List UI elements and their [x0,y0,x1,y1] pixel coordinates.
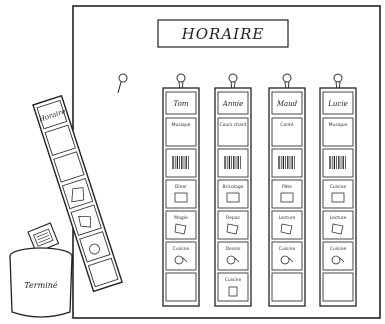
card-label: Cours chant [219,122,246,128]
card-label: Pâte [282,183,292,190]
card-label: Lecture [279,215,296,221]
card-label: Cuisine [330,246,347,252]
finished-bin: Terminé [10,248,72,317]
card-label: Cuisine [173,246,190,252]
card-label: Repas [226,215,240,221]
card-label: Conté [280,121,294,128]
column-name: Tom [174,100,189,108]
schedule-card [323,149,353,177]
column-name: Annie [222,100,243,108]
card-label: Bricolage [222,184,243,190]
schedule-card [166,273,196,301]
schedule-card [272,149,302,177]
column-name: Maud [276,100,298,108]
card-label: Musique [329,122,348,128]
card-label: Dessin [225,246,240,252]
card-label: Cuisine [330,184,347,190]
card-label: Dîner [175,183,187,190]
board-title: HORAIRE [181,25,265,43]
schedule-card [323,273,353,301]
card-label: Lecture [330,215,347,221]
card-label: Musique [172,122,191,128]
schedule-card [272,273,302,301]
card-label: Cuisine [225,277,242,283]
bin-label: Terminé [24,281,58,290]
column-name: Lucie [327,100,347,108]
schedule-card [166,149,196,177]
card-label: Cuisine [279,246,296,252]
schedule-card [218,149,248,177]
card-label: Magie [174,215,188,221]
